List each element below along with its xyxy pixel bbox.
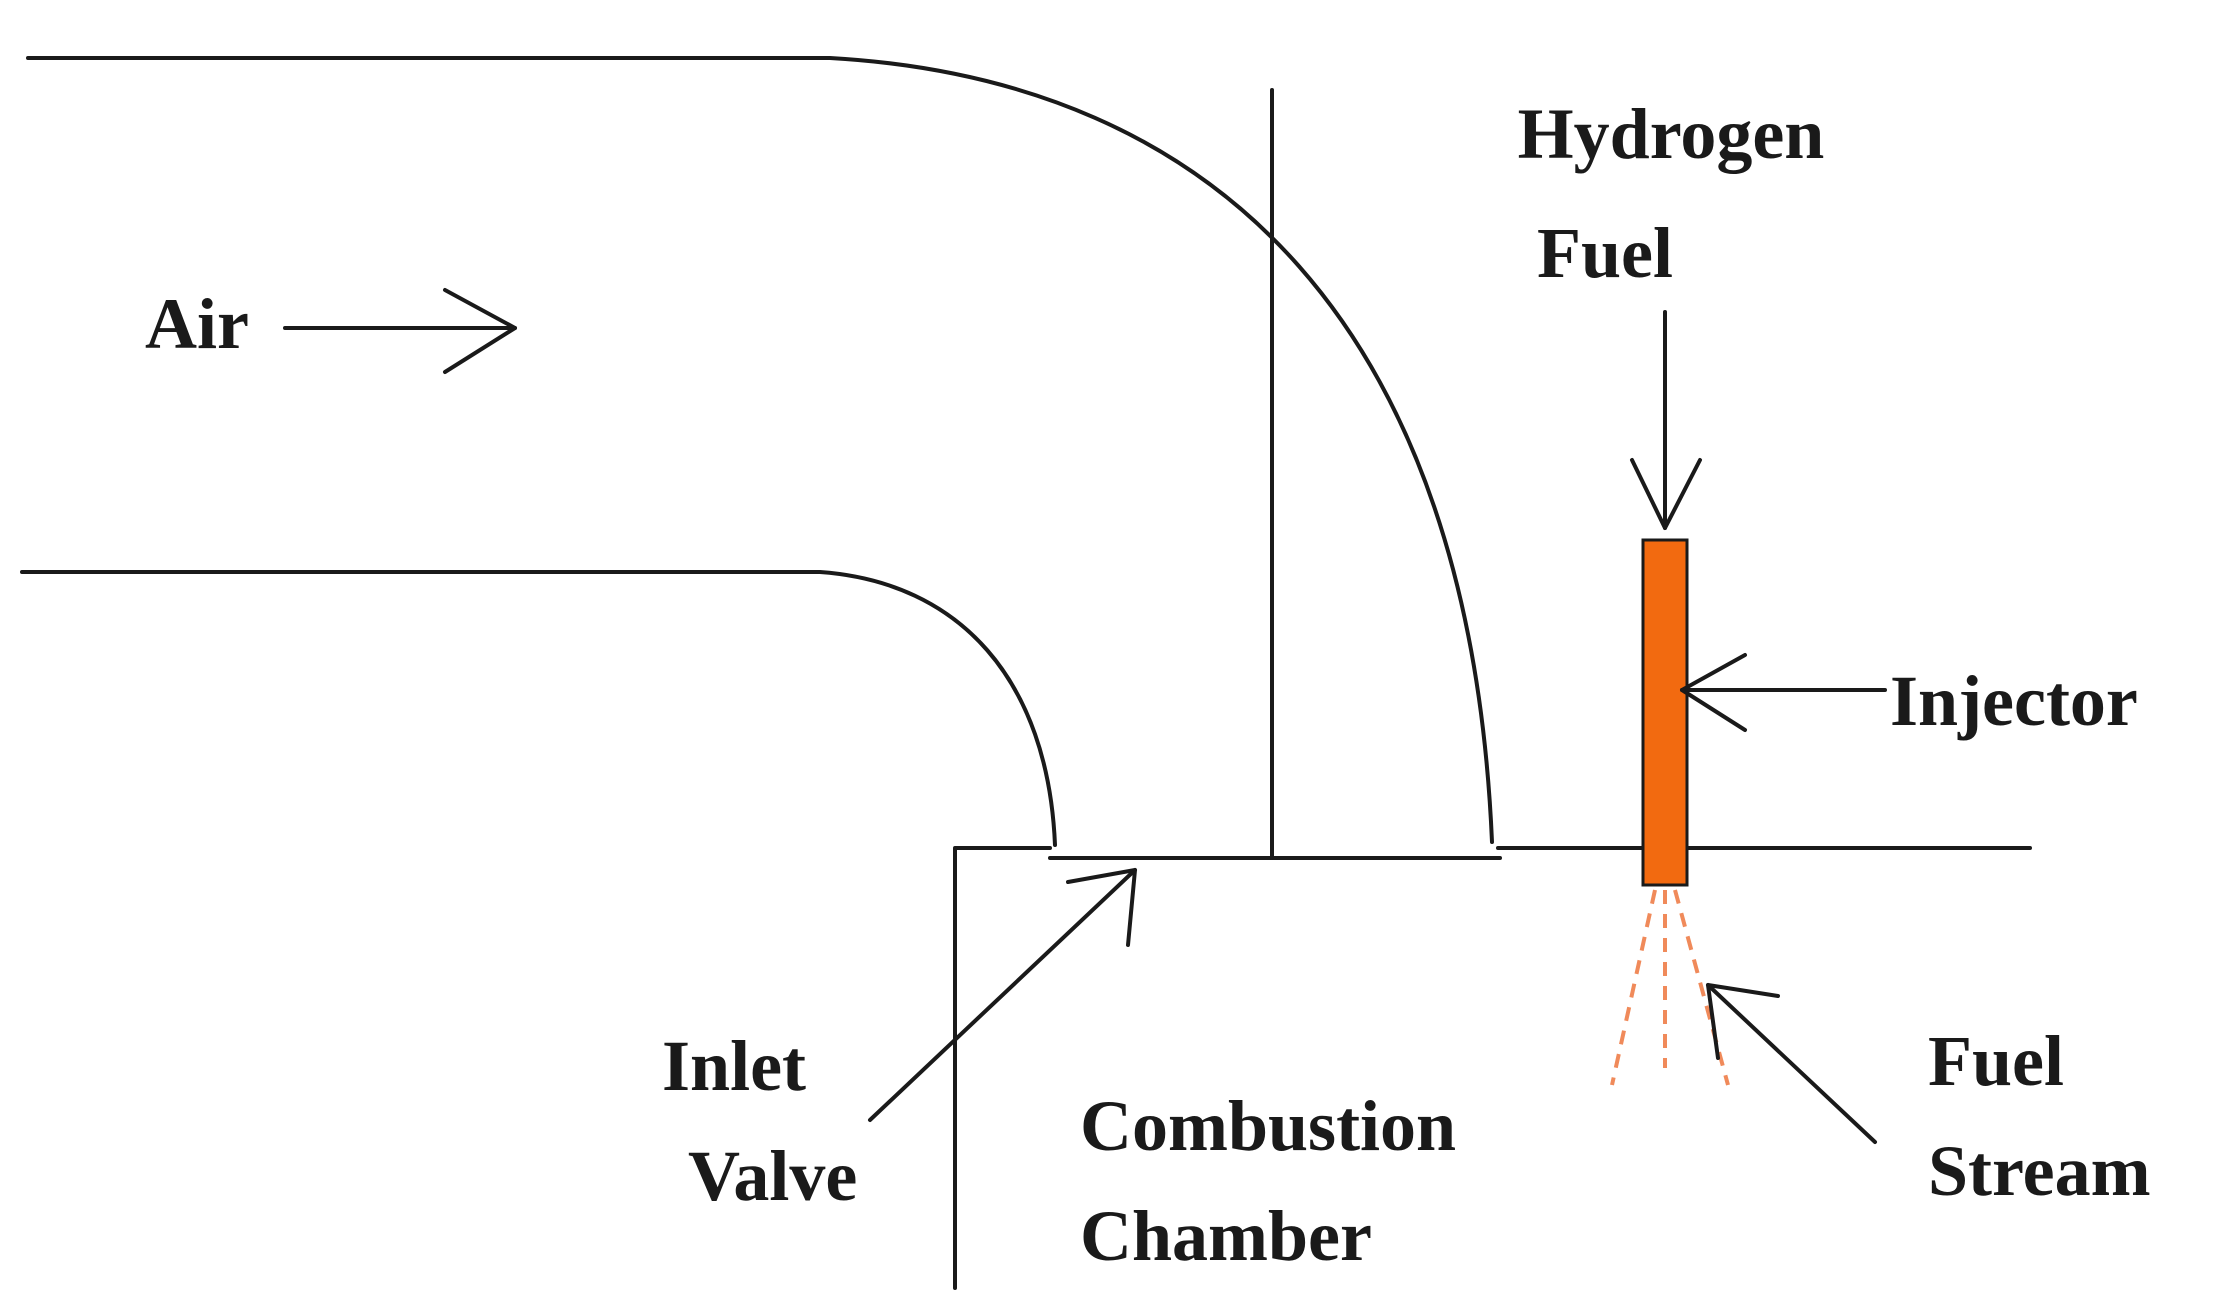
fuel-stream-label-line1: Fuel <box>1928 1021 2064 1101</box>
injector-body <box>1641 538 1689 887</box>
inlet-label-line1: Inlet <box>662 1026 806 1106</box>
inlet-valve-pointer-arrow <box>868 868 1137 1122</box>
hydrogen-fuel-arrow <box>1630 310 1702 530</box>
intake-outer-wall <box>26 56 1494 844</box>
combustion-label-line2: Chamber <box>1080 1196 1372 1276</box>
inlet-label-line2: Valve <box>688 1136 857 1216</box>
fuel-stream-pointer-arrow <box>1706 983 1877 1144</box>
hydrogen-label-line1: Hydrogen <box>1518 94 1825 174</box>
combustion-label-line1: Combustion <box>1080 1086 1456 1166</box>
injector-label: Injector <box>1890 661 2138 741</box>
fuel-stream-label-line2: Stream <box>1928 1131 2151 1211</box>
injector-pointer-arrow <box>1680 653 1887 732</box>
hydrogen-label-line2: Fuel <box>1537 213 1673 293</box>
intake-inner-wall <box>20 570 1057 847</box>
chamber-wall <box>953 846 1052 1290</box>
hydrogen-fuel-label: Hydrogen Fuel <box>1518 94 1843 293</box>
air-label: Air <box>145 284 249 364</box>
combustion-chamber-label: Combustion Chamber <box>1080 1086 1474 1276</box>
inlet-valve-label: Inlet Valve <box>662 1026 857 1216</box>
fuel-stream-label: Fuel Stream <box>1928 1021 2151 1211</box>
air-flow-arrow <box>283 288 517 374</box>
